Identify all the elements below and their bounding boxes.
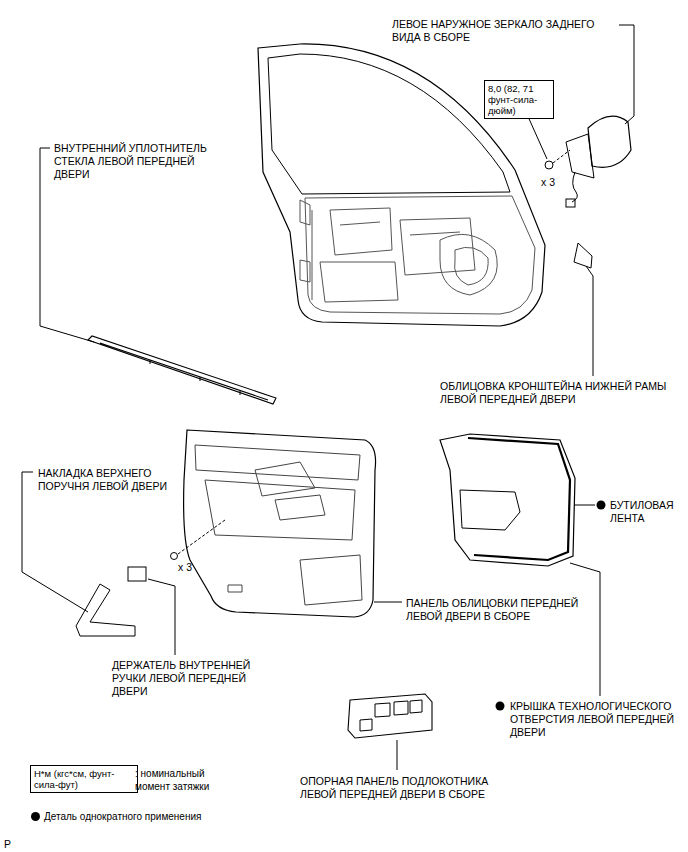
- leader-line: [586, 266, 593, 376]
- part-name: НАКЛАДКА ВЕРХНЕГО ПОРУЧНЯ ЛЕВОЙ ДВЕРИ: [38, 467, 170, 493]
- part-name: ЛЕВОЕ НАРУЖНОЕ ЗЕРКАЛО ЗАДНЕГО ВИДА В СБ…: [392, 18, 614, 44]
- mirror-connector: [566, 199, 575, 207]
- torque-value: Н*м (кгс*см, фунт-сила-фут): [34, 768, 134, 790]
- part-name: ОБЛИЦОВКА КРОНШТЕЙНА НИЖНЕЙ РАМЫ ЛЕВОЙ П…: [440, 380, 668, 406]
- leader-line: [570, 563, 600, 696]
- torque-box: 8,0 (82, 71 фунт-сила-дюйм): [484, 80, 554, 119]
- page-mark: P: [4, 838, 11, 851]
- leader-line: [397, 740, 398, 770]
- quantity-mark: x 3: [178, 561, 192, 574]
- mirror-nut: [545, 161, 553, 169]
- legend-swatch: [31, 812, 40, 821]
- door-inner-panel: [305, 196, 535, 314]
- legend-text: : номинальный момент затяжки: [135, 767, 230, 793]
- leader-line: [526, 112, 547, 159]
- leader-line: [619, 25, 634, 124]
- single-use-dot: [597, 501, 606, 510]
- armrest-panel: [348, 694, 432, 738]
- trim-screw: [171, 553, 178, 560]
- cover-opening: [460, 490, 520, 530]
- quantity-mark: x 3: [541, 176, 555, 189]
- mirror-base: [566, 134, 594, 178]
- leader-line: [374, 602, 402, 603]
- door-details: [312, 208, 497, 302]
- mirror-dash: [553, 150, 570, 163]
- part-name: КРЫШКА ТЕХНОЛОГИЧЕСКОГО ОТВЕРСТИЯ ЛЕВОЙ …: [510, 700, 682, 739]
- leader-line: [22, 472, 88, 612]
- bracket-trim: [574, 243, 592, 268]
- leader-line: [574, 505, 595, 506]
- butyl-tape: [468, 438, 570, 560]
- trim-screw-dash: [178, 520, 225, 554]
- part-name: ДЕРЖАТЕЛЬ ВНУТРЕННЕЙ РУЧКИ ЛЕВОЙ ПЕРЕДНЕ…: [112, 659, 272, 698]
- handle-holder: [128, 567, 146, 581]
- service-hole-cover: [440, 434, 575, 566]
- mirror-wire: [572, 172, 577, 202]
- window-opening: [268, 54, 510, 194]
- trim-panel-details: [195, 445, 362, 605]
- glass-seal-strip: [88, 336, 276, 404]
- torque-box: Н*м (кгс*см, фунт-сила-фут): [30, 765, 138, 793]
- leader-line: [148, 579, 175, 655]
- part-name: БУТИЛОВАЯ ЛЕНТА: [610, 499, 682, 525]
- single-use-dot: [496, 702, 505, 711]
- part-name: ВНУТРЕННИЙ УПЛОТНИТЕЛЬ СТЕКЛА ЛЕВОЙ ПЕРЕ…: [54, 142, 232, 181]
- switch-buttons: [360, 700, 422, 731]
- part-name: ОПОРНАЯ ПАНЕЛЬ ПОДЛОКОТНИКА ЛЕВОЙ ПЕРЕДН…: [300, 775, 510, 801]
- mirror-housing: [588, 116, 631, 167]
- door-trim-panel: [184, 430, 376, 617]
- torque-value: 8,0 (82, 71 фунт-сила-дюйм): [488, 83, 550, 116]
- part-name: ПАНЕЛЬ ОБЛИЦОВКИ ПЕРЕДНЕЙ ЛЕВОЙ ДВЕРИ В …: [406, 597, 616, 623]
- door-hinge-side: [300, 200, 310, 282]
- legend-text: Деталь однократного применения: [44, 810, 304, 823]
- strip-clips: [150, 360, 240, 395]
